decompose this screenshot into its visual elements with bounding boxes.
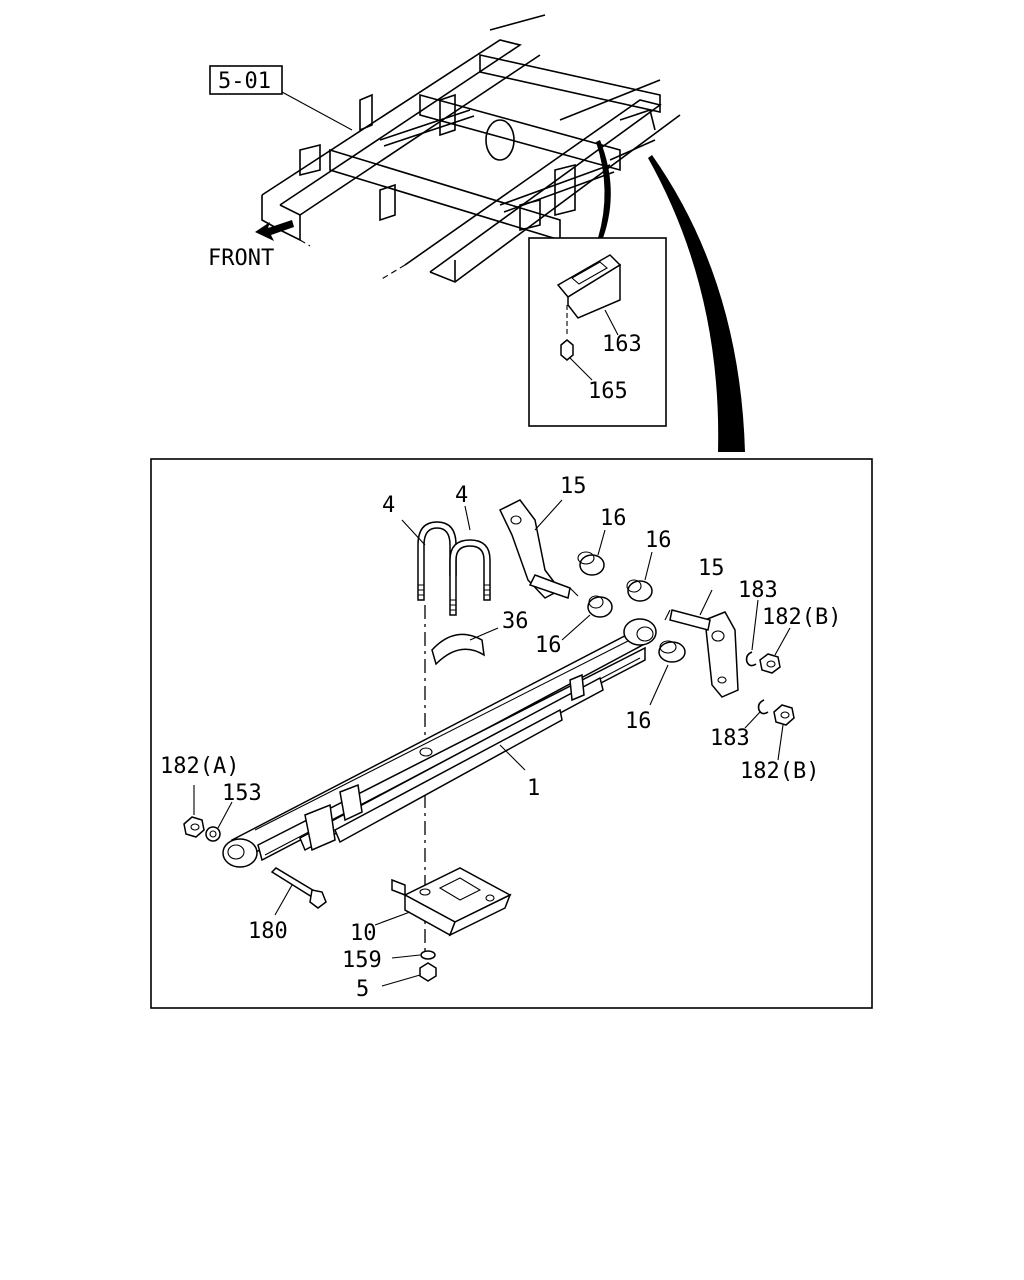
- spring-seat-10[interactable]: [391, 867, 512, 937]
- callout-15-upper: 15: [560, 474, 587, 499]
- bushing-16-c[interactable]: [587, 595, 613, 618]
- callout-5: 5: [356, 977, 369, 1002]
- callout-15-lower: 15: [698, 556, 725, 581]
- snap-ring-183-a[interactable]: [745, 651, 757, 667]
- u-bolt-4-right[interactable]: [449, 539, 491, 616]
- callout-153: 153: [222, 781, 262, 806]
- callout-4-left: 4: [382, 493, 395, 518]
- bushing-16-d[interactable]: [658, 640, 686, 663]
- inset-bumper-detail: 163 165: [528, 237, 667, 427]
- nut-182b-b[interactable]: [773, 704, 795, 726]
- washer-159[interactable]: [420, 950, 436, 960]
- reference-label: 5-01: [218, 69, 271, 94]
- callout-182b-b: 182(B): [740, 759, 819, 784]
- bolt-165[interactable]: [560, 305, 574, 361]
- callout-16-c: 16: [535, 633, 562, 658]
- bolt-180[interactable]: [270, 867, 327, 909]
- callout-182a: 182(A): [160, 754, 239, 779]
- snap-ring-183-b[interactable]: [757, 699, 769, 715]
- callout-180: 180: [248, 919, 288, 944]
- callout-4-right: 4: [455, 483, 468, 508]
- bushing-16-b[interactable]: [626, 579, 653, 602]
- front-arrow: FRONT: [208, 220, 294, 271]
- nut-182b-a[interactable]: [759, 653, 781, 674]
- callout-16-d: 16: [625, 709, 652, 734]
- callout-10: 10: [350, 921, 377, 946]
- callout-165: 165: [588, 379, 628, 404]
- leaf-spring-1[interactable]: [222, 618, 657, 868]
- detail-sweep-left: [596, 140, 611, 238]
- callout-1: 1: [527, 776, 540, 801]
- callout-16-b: 16: [645, 528, 672, 553]
- chassis-frame: [261, 14, 681, 283]
- callout-183-b: 183: [710, 726, 750, 751]
- callout-182b-a: 182(B): [762, 605, 841, 630]
- front-label: FRONT: [208, 246, 274, 271]
- reference-leader: [281, 91, 353, 131]
- washer-153[interactable]: [205, 826, 221, 842]
- callout-163: 163: [602, 332, 642, 357]
- callout-183-a: 183: [738, 578, 778, 603]
- shackle-15-upper[interactable]: [499, 499, 579, 599]
- spacer-36[interactable]: [431, 633, 485, 666]
- nut-5[interactable]: [419, 962, 437, 982]
- detail-sweep-right: [648, 155, 745, 452]
- callout-16-a: 16: [600, 506, 627, 531]
- callout-36: 36: [502, 609, 529, 634]
- nut-182a[interactable]: [183, 816, 205, 838]
- reference-box-5-01[interactable]: 5-01: [209, 65, 283, 95]
- callout-159: 159: [342, 948, 382, 973]
- shackle-15-lower[interactable]: [664, 609, 739, 698]
- bushing-16-a[interactable]: [577, 551, 605, 576]
- bumper-stopper-163[interactable]: [556, 254, 622, 319]
